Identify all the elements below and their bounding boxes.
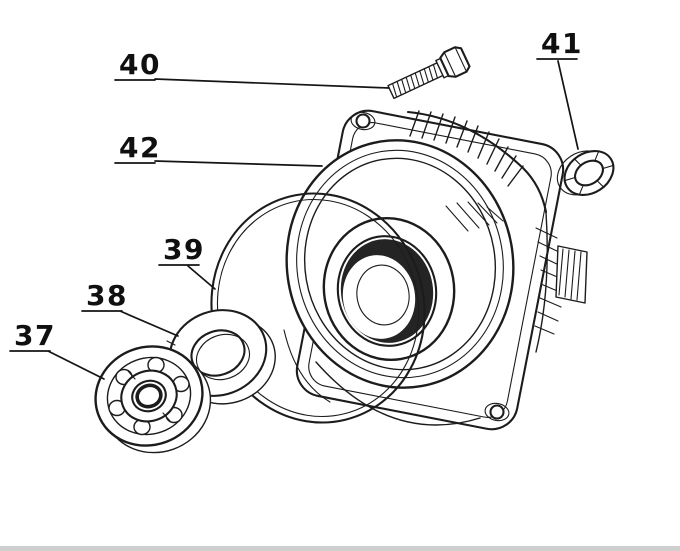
label-38: 38	[86, 279, 128, 312]
bolt-head	[439, 46, 471, 78]
side-lug	[555, 245, 588, 304]
leader-39	[158, 264, 216, 290]
leader-38	[81, 310, 179, 337]
center-bore	[322, 216, 456, 362]
label-39: 39	[163, 233, 205, 266]
label-37: 37	[14, 319, 56, 352]
cylinder-right-hatch	[534, 227, 563, 335]
scan-edge-artifact	[0, 546, 680, 551]
callouts: 37 38 39 40 41 42	[9, 27, 583, 380]
label-40: 40	[119, 48, 161, 81]
hex-nut	[556, 149, 615, 197]
leader-42	[114, 160, 323, 167]
leader-40	[114, 78, 390, 89]
cylinder-top-hatch	[409, 110, 524, 187]
body-left-curve	[283, 329, 331, 403]
bolt-threads	[392, 63, 439, 98]
ball-bearing	[94, 345, 212, 454]
leader-37	[9, 350, 105, 380]
label-41: 41	[541, 27, 583, 60]
housing-body	[283, 109, 588, 431]
label-42: 42	[119, 131, 161, 164]
face-shading-hatch	[445, 201, 504, 232]
hex-bolt	[387, 46, 471, 100]
flange-bolt-hole-bottom	[484, 402, 510, 422]
flange-bolt-hole-top	[350, 111, 376, 131]
body-bottom-curve	[315, 361, 481, 426]
leader-41	[536, 58, 579, 150]
